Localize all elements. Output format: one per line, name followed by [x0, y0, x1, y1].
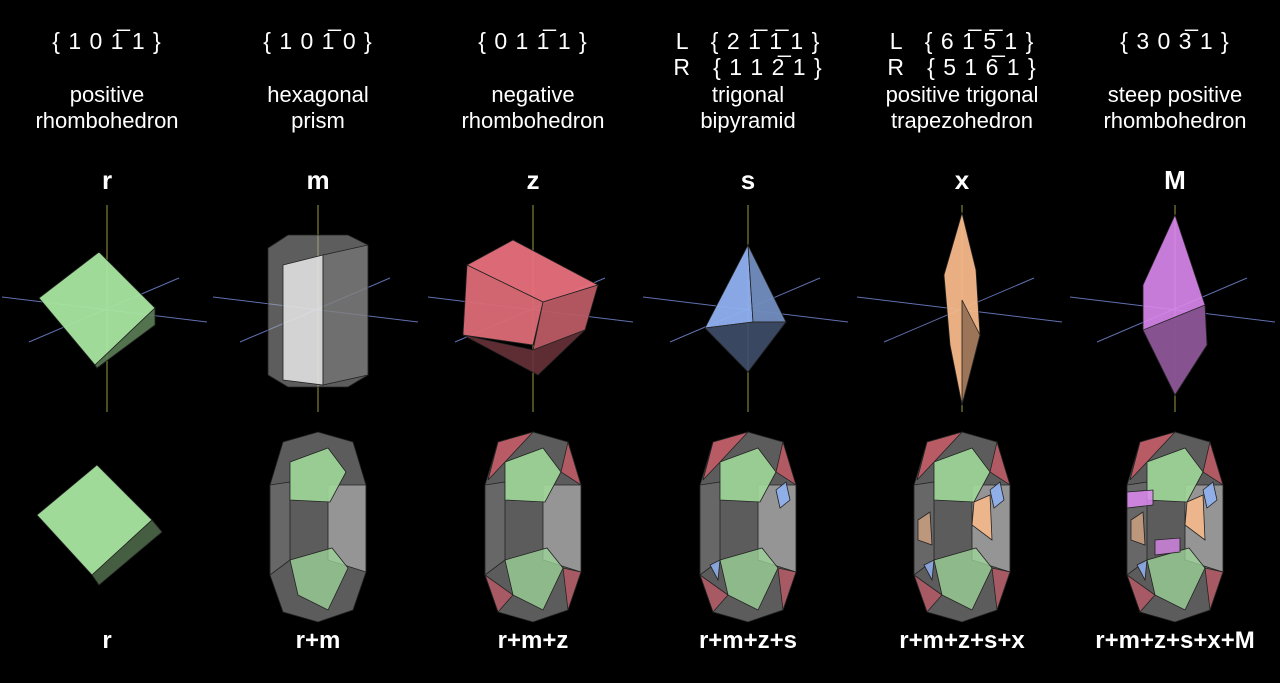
combination-crystal-4	[719, 547, 779, 611]
combination-crystal-4	[702, 431, 750, 481]
form-name-line: bipyramid	[700, 108, 796, 133]
combination-crystal-6	[1126, 489, 1154, 509]
form-shape-m	[322, 244, 369, 386]
form-name-line: steep positive	[1107, 82, 1243, 107]
form-shape-M	[1142, 304, 1208, 396]
combination-crystal-6	[1154, 537, 1181, 556]
combination-crystal-6	[1130, 511, 1146, 546]
form-column-x: L { 6 1̅ 5̅ 1 }R { 5 1 6̅ 1 }positive tr…	[855, 0, 1069, 683]
combination-crystal-6	[1184, 494, 1206, 541]
combination-crystal-2	[327, 484, 367, 573]
form-shape-x	[961, 299, 981, 406]
combination-label: r+m	[295, 627, 341, 654]
combination-crystal-6	[1204, 567, 1224, 611]
miller-index: R { 1 1 2̅ 1 }	[673, 54, 823, 80]
combination-crystal-2	[289, 447, 347, 503]
combination-crystal-6	[1202, 481, 1218, 509]
form-name-line: rhombohedron	[35, 108, 179, 133]
form-name-line: negative	[491, 82, 575, 107]
combination-crystal-4	[719, 447, 777, 503]
combination-crystal-5	[923, 559, 935, 582]
combination-label: r+m+z+s+x+M	[1095, 627, 1255, 654]
combination-crystal-5	[913, 573, 943, 613]
combination-crystal-3	[504, 547, 564, 611]
miller-index: { 3 0 3̅ 1 }	[1120, 28, 1230, 54]
combination-crystal-5	[991, 567, 1011, 611]
form-name-line: trapezohedron	[891, 108, 1033, 133]
form-name-line: rhombohedron	[1103, 108, 1247, 133]
combination-label: r+m+z	[497, 627, 569, 654]
combination-label: r+m+z+s+x	[899, 627, 1025, 654]
form-name-line: trigonal	[711, 82, 785, 107]
form-symbol: z	[526, 165, 540, 195]
combination-crystal-3	[504, 447, 562, 503]
combination-crystal-2	[289, 547, 349, 611]
combination-crystal-3	[562, 567, 582, 611]
form-shape-z	[462, 329, 586, 376]
combination-crystal-3	[487, 431, 535, 481]
combination-crystal-3	[560, 440, 582, 486]
combination-crystal-5	[971, 494, 993, 541]
combination-crystal-5	[933, 447, 991, 503]
combination-crystal-6	[1129, 431, 1177, 481]
combination-crystal-5	[916, 431, 964, 481]
form-name-line: hexagonal	[267, 82, 369, 107]
combination-crystal-4	[699, 573, 729, 613]
form-shape-r	[94, 307, 156, 369]
form-symbol: x	[954, 165, 970, 195]
combination-crystal-5	[989, 481, 1005, 509]
combination-crystal-3	[484, 573, 514, 613]
miller-index: L { 6 1̅ 5̅ 1 }	[889, 28, 1035, 54]
combination-label: r	[102, 627, 112, 654]
form-shape-z	[462, 264, 544, 346]
form-name-line: positive	[69, 82, 145, 107]
form-symbol: s	[740, 165, 756, 195]
combination-crystal-5	[917, 511, 933, 546]
combination-crystal-4	[775, 440, 797, 486]
form-symbol: M	[1164, 165, 1186, 195]
combination-crystal-5	[989, 440, 1011, 486]
miller-index: { 1 0 1̅ 1 }	[52, 28, 162, 54]
combination-crystal-6	[1146, 547, 1206, 611]
form-name-line: positive trigonal	[885, 82, 1039, 107]
combination-label: r+m+z+s	[698, 627, 798, 654]
combination-crystal-4	[709, 559, 721, 582]
form-name-line: prism	[291, 108, 345, 133]
miller-index: { 0 1 1̅ 1 }	[478, 28, 588, 54]
form-shape-s	[704, 321, 787, 373]
combination-crystal-6	[1136, 559, 1148, 582]
combination-crystal-5	[933, 547, 993, 611]
miller-index: R { 5 1 6̅ 1 }	[887, 54, 1037, 80]
miller-index: L { 2 1̅ 1̅ 1 }	[675, 28, 821, 54]
combination-crystal-4	[775, 481, 791, 509]
form-symbol: r	[101, 165, 113, 195]
combination-crystal-1	[91, 519, 163, 586]
miller-index: { 1 0 1̅ 0 }	[263, 28, 373, 54]
form-name-line: rhombohedron	[461, 108, 605, 133]
combination-crystal-6	[1202, 440, 1224, 486]
form-symbol: m	[306, 165, 330, 195]
combination-crystal-4	[777, 567, 797, 611]
combination-crystal-6	[1126, 573, 1156, 613]
